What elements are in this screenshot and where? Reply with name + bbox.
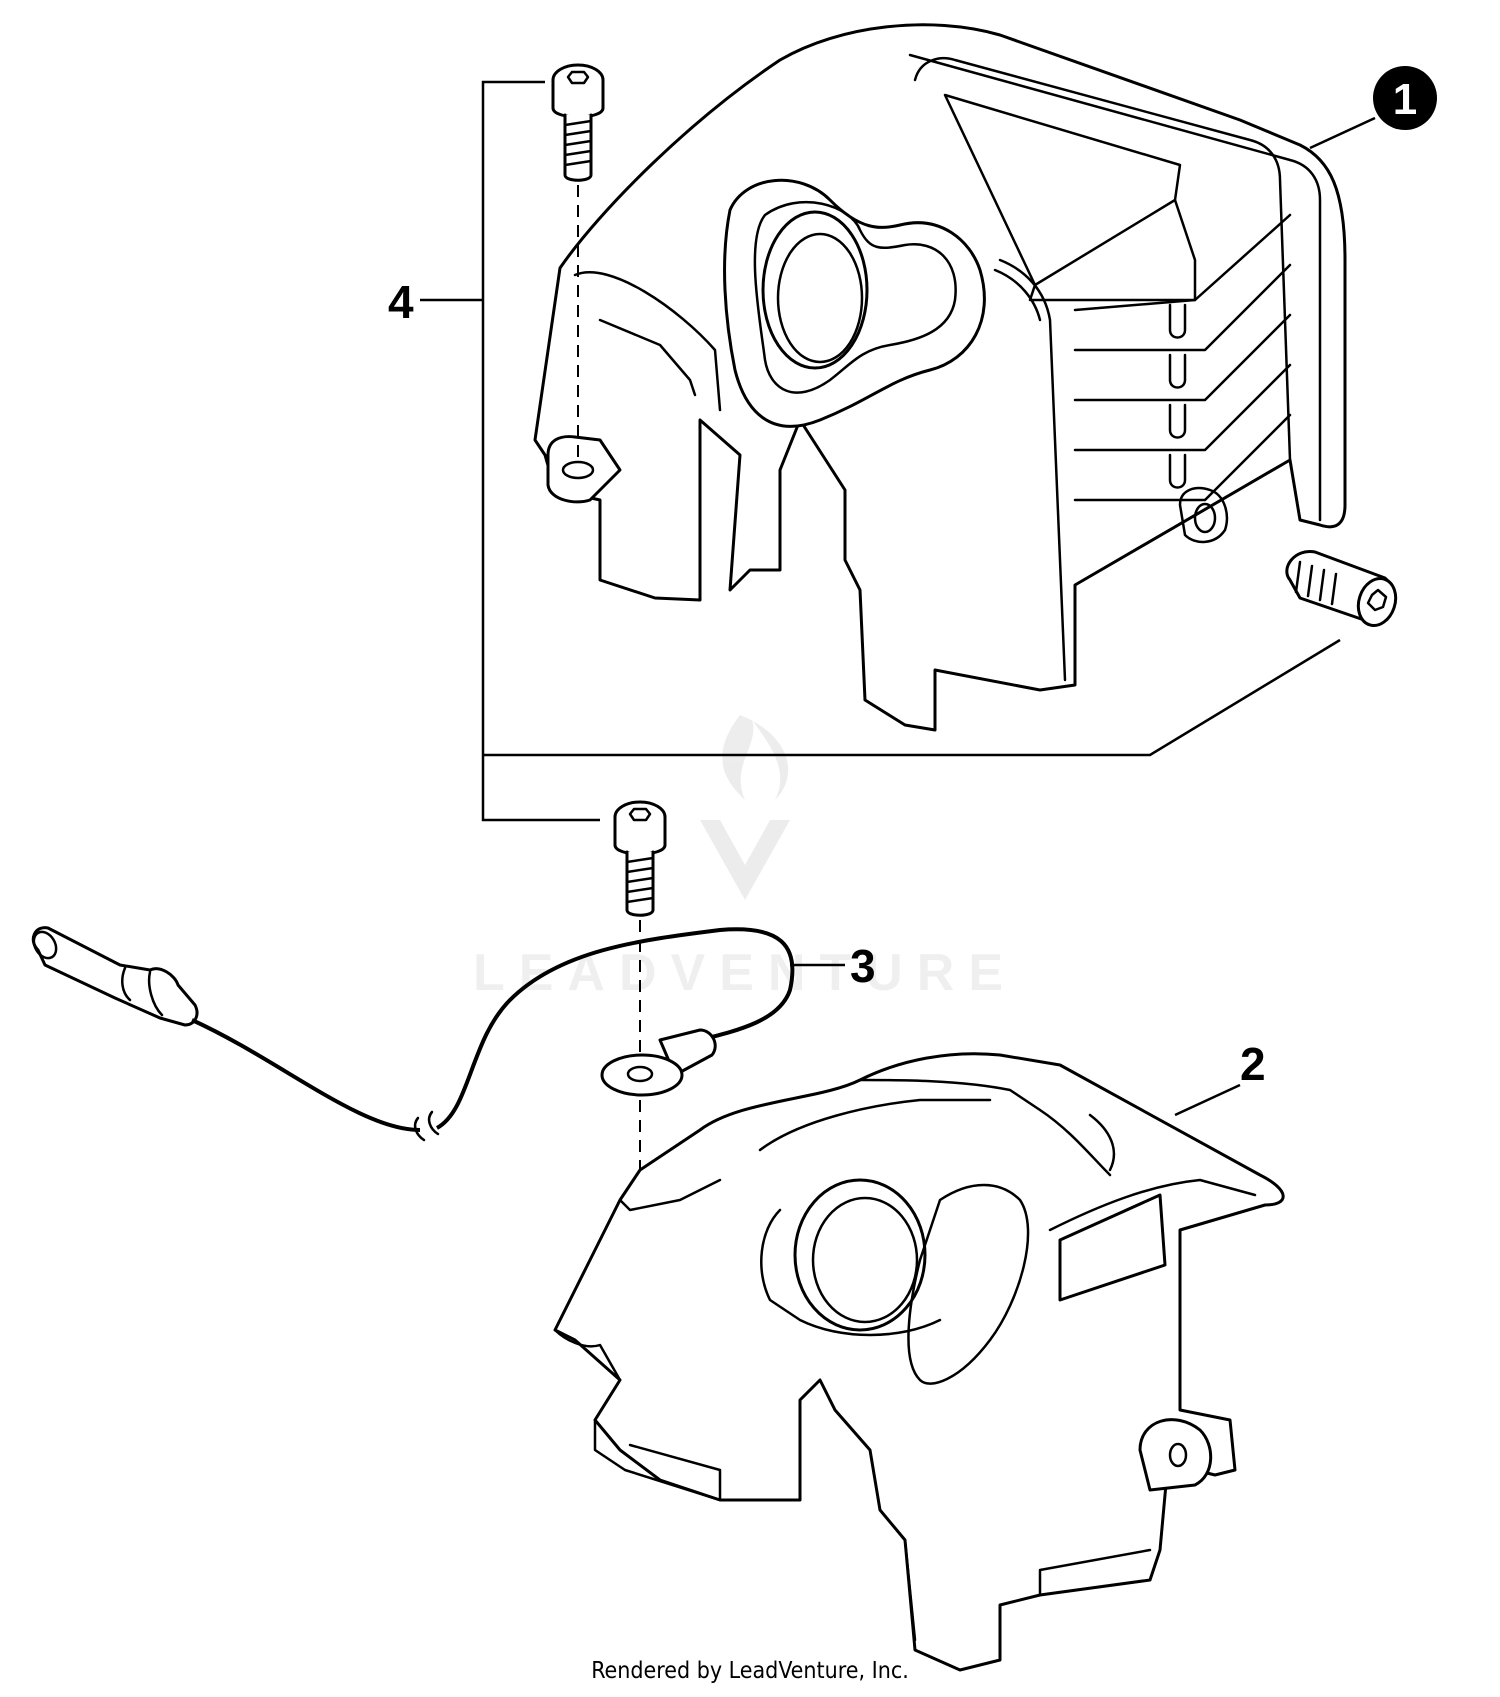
callout-4: 4 bbox=[388, 276, 414, 328]
callout-2-label: 2 bbox=[1240, 1038, 1266, 1090]
cap-screw-middle bbox=[613, 800, 667, 917]
footer-credit: Rendered by LeadVenture, Inc. bbox=[591, 1658, 909, 1684]
lower-cover-part bbox=[553, 1052, 1285, 1672]
watermark-text: LEADVENTURE bbox=[473, 944, 1017, 1002]
callout-1-label: 1 bbox=[1393, 75, 1417, 124]
ground-wire-part bbox=[31, 926, 795, 1142]
callout-4-bracket bbox=[420, 80, 1341, 822]
callout-4-label: 4 bbox=[388, 276, 414, 328]
cylinder-cover-part bbox=[533, 23, 1347, 732]
callout-3-label: 3 bbox=[850, 940, 876, 992]
callout-3: 3 bbox=[790, 940, 876, 992]
cap-screw-side bbox=[1285, 550, 1398, 627]
callout-2: 2 bbox=[1174, 1038, 1266, 1117]
cap-screw-top bbox=[551, 63, 605, 182]
callout-1: 1 bbox=[1309, 66, 1437, 150]
watermark-logo bbox=[700, 715, 790, 900]
